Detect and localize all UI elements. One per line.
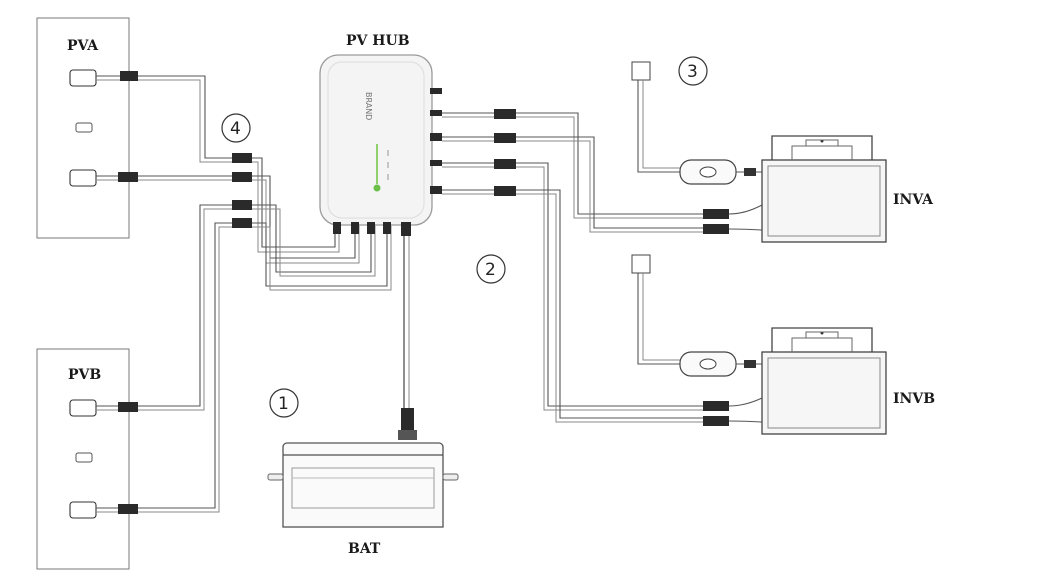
battery-label: BAT (348, 541, 381, 557)
callout-3: 3 (678, 56, 708, 86)
ac-outlet-icon (631, 254, 651, 274)
pv-panel-a-junction-box-bottom (69, 169, 97, 187)
pv-hub-face (327, 61, 425, 219)
pv-panel-a-label: PVA (67, 38, 99, 54)
inverter-a-label: INVA (893, 192, 934, 208)
pv-panel-b-junction-box-top (69, 399, 97, 417)
pv-panel-b-label: PVB (68, 367, 101, 383)
callout-4: 4 (221, 113, 251, 143)
inverter-a: INVA (631, 61, 934, 243)
pv-panel-b-slot (75, 452, 93, 463)
pv-to-hub-wires (96, 71, 392, 514)
mc4-connector (494, 186, 516, 196)
pv-hub-body (319, 54, 433, 226)
mc4-connector (118, 172, 138, 182)
mc4-connector (118, 504, 138, 514)
battery: BAT (267, 442, 459, 557)
callout-2: 2 (476, 254, 506, 284)
pv-panel-a: PVA (36, 17, 130, 239)
mc4-connector (232, 153, 252, 163)
callout-2-text: 2 (485, 260, 496, 280)
pv-panel-b-junction-box-bottom (69, 501, 97, 519)
callout-1: 1 (269, 388, 299, 418)
mc4-connector (232, 172, 252, 182)
callout-3-text: 3 (687, 62, 698, 82)
callout-1-text: 1 (278, 394, 289, 414)
mc4-connector (494, 159, 516, 169)
pv-hub: PV HUB BRAND (319, 33, 442, 236)
pv-panel-a-junction-box-top (69, 69, 97, 87)
ac-outlet-icon (631, 61, 651, 81)
pv-hub-brand: BRAND (364, 92, 373, 120)
mc4-connector (494, 133, 516, 143)
pv-hub-led-icon (373, 184, 381, 192)
hub-to-battery-cable (398, 236, 417, 440)
pv-hub-label: PV HUB (346, 33, 410, 49)
pv-panel-a-slot (75, 122, 93, 133)
inverter-b-label: INVB (893, 391, 935, 407)
mc4-connector (232, 218, 252, 228)
mc4-connector (494, 109, 516, 119)
mc4-connector (232, 200, 252, 210)
callout-4-text: 4 (230, 119, 241, 139)
mc4-connector (120, 71, 138, 81)
inverter-b: INVB (631, 254, 935, 435)
pv-panel-b: PVB (36, 348, 130, 570)
mc4-connector (118, 402, 138, 412)
hub-to-inverter-wires (442, 109, 729, 426)
